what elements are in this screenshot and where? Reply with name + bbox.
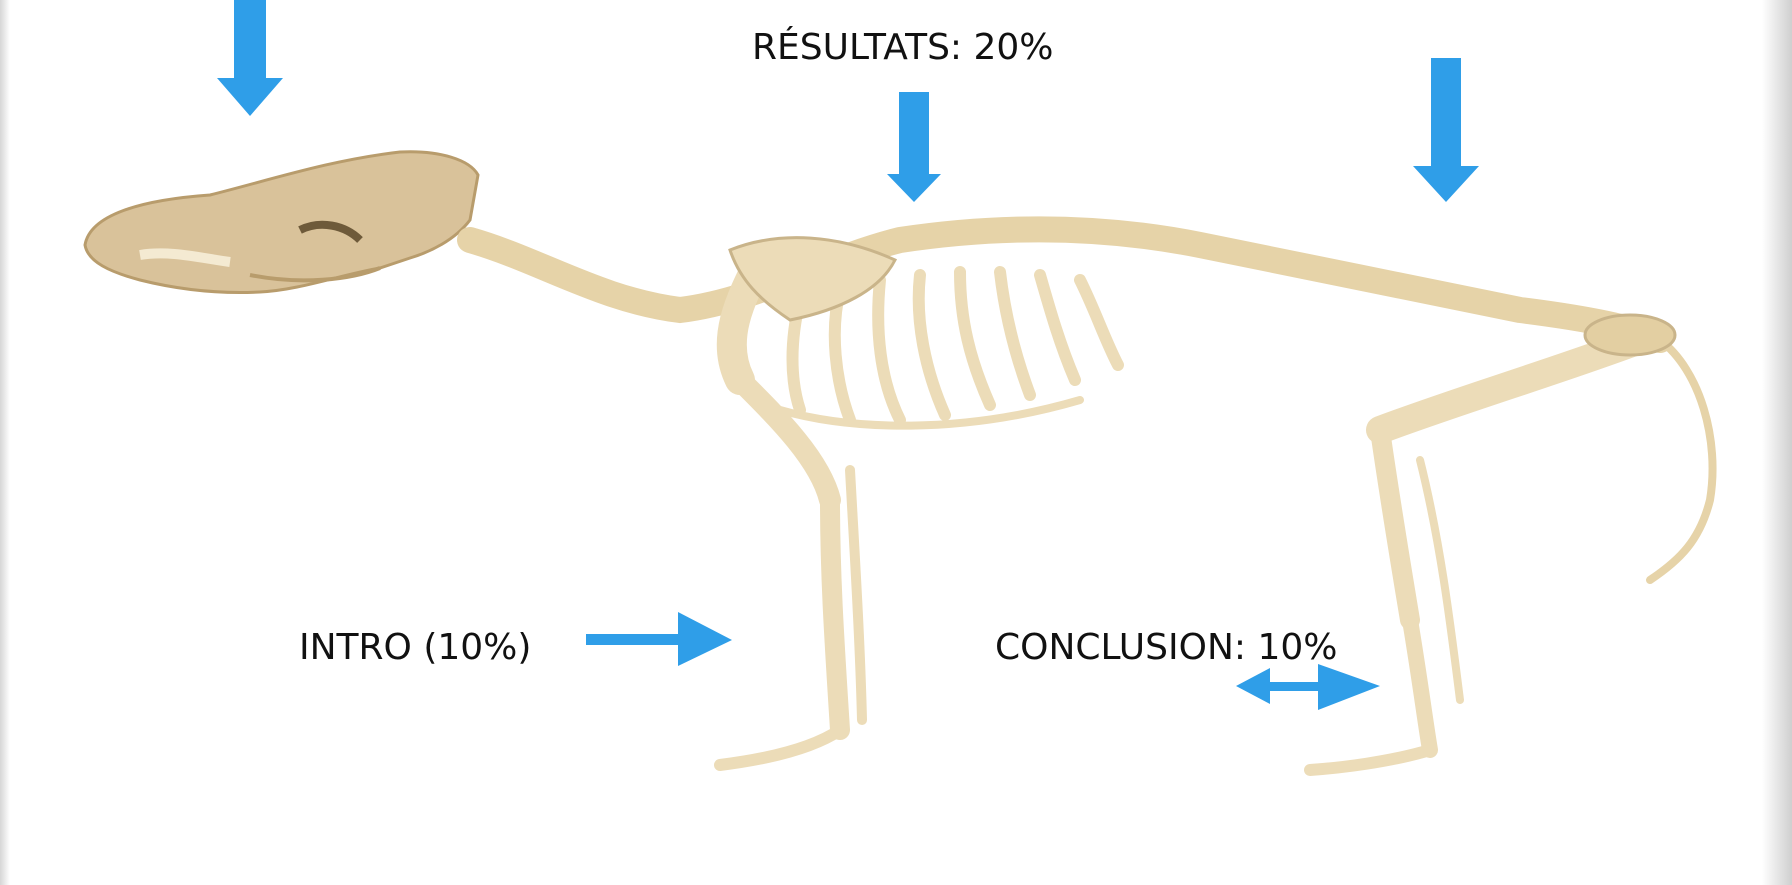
arrow-down-icon xyxy=(1413,58,1479,202)
conclusion-label: CONCLUSION: 10% xyxy=(995,630,1337,666)
double-arrow-icon xyxy=(1236,664,1380,710)
arrow-down-icon xyxy=(217,0,283,116)
intro-label: INTRO (10%) xyxy=(299,630,531,666)
arrow-right-icon xyxy=(586,612,732,666)
results-label: RÉSULTATS: 20% xyxy=(752,30,1054,66)
arrow-down-icon xyxy=(887,92,941,202)
